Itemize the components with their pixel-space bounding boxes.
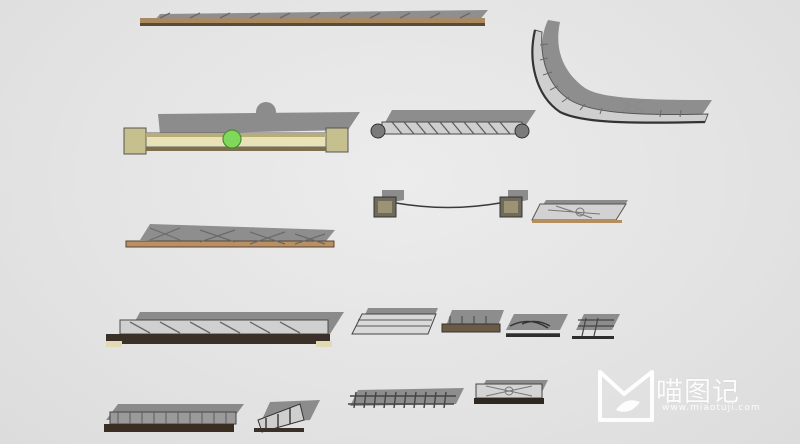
railing-model-rope-posts[interactable] [373, 190, 528, 218]
cat-head-icon [598, 370, 654, 422]
watermark-url-text: www.miaotuji.com [662, 403, 761, 413]
railing-model-scroll-iron[interactable] [506, 314, 568, 337]
railing-model-slatted-small[interactable] [351, 308, 438, 335]
railing-model-ornamental-panel[interactable] [531, 200, 628, 223]
railing-model-bar-iron[interactable] [572, 314, 620, 339]
railing-model-x-pattern[interactable] [125, 224, 335, 248]
railing-model-round-posts[interactable] [370, 110, 536, 139]
ornament-icon [619, 99, 645, 113]
railing-model-long-dark-base[interactable] [106, 312, 344, 347]
railing-model-stone-balustrade[interactable] [123, 102, 360, 155]
watermark-brand-text: 喵图记 [656, 377, 740, 408]
railing-model-curved-corner[interactable] [531, 20, 712, 124]
railing-model-picket[interactable] [348, 388, 464, 409]
railing-model-ornamental-dark[interactable] [474, 380, 548, 404]
railing-model-lattice[interactable] [104, 404, 244, 432]
railing-model-long-thin[interactable] [140, 10, 488, 26]
railing-model-bench-style[interactable] [441, 310, 504, 333]
railing-model-stair[interactable] [254, 400, 320, 433]
